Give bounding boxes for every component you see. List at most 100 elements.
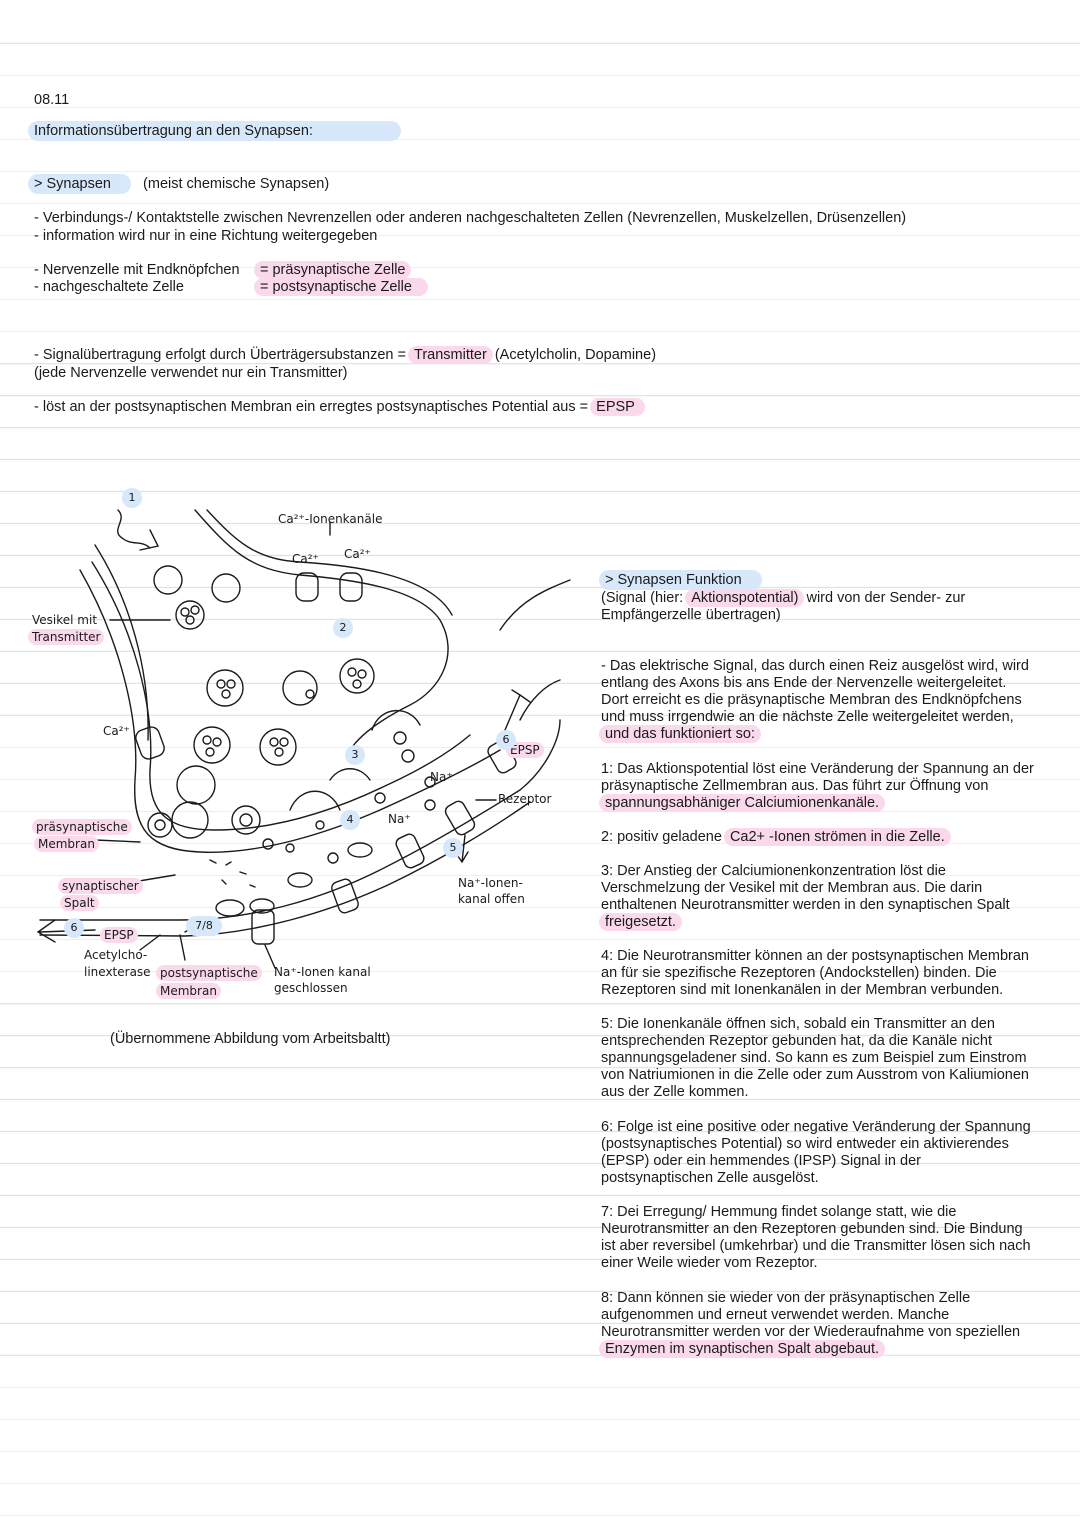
p4-line: 4: Die Neurotransmitter können an der po… <box>601 948 1029 964</box>
epsp-left-label: EPSP <box>100 927 138 943</box>
bullet-5: - Signalübertragung erfolgt durch Übertr… <box>34 346 657 364</box>
p5-line: entsprechenden Rezeptor gebunden hat, da… <box>601 1033 992 1049</box>
paragraph-step-4: 4: Die Neurotransmitter können an der po… <box>601 948 1056 999</box>
na-kanal-offen-label-2: kanal offen <box>458 892 525 906</box>
acetylcholinesterase-label-1: Acetylcho- <box>84 948 148 962</box>
ca-label-1: Ca²⁺ <box>292 552 319 566</box>
p5-line: von Natriumionen in die Zelle oder zum A… <box>601 1067 1029 1083</box>
synapsen-heading: > Synapsen (meist chemische Synapsen) <box>28 174 330 194</box>
step-number-2: 2 <box>333 618 353 638</box>
na-kanal-geschlossen-label-2: geschlossen <box>274 981 348 995</box>
na-label-1: Na⁺ <box>430 770 453 784</box>
step-number-7-8: 7/8 <box>186 916 222 936</box>
p7-line: ist aber reversibel (umkehrbar) und die … <box>601 1238 1031 1254</box>
p8-line: Enzymen im synaptischen Spalt abgebaut. <box>599 1340 886 1358</box>
p0-line: und muss irrgendwie an die nächste Zelle… <box>601 709 1014 725</box>
paragraph-step-7: 7: Dei Erregung/ Hemmung findet solange … <box>601 1204 1056 1272</box>
ca-label-2: Ca²⁺ <box>344 547 371 561</box>
funktion-intro: (Signal (hier: Aktionspotential) wird vo… <box>601 589 1056 624</box>
p3-line: freigesetzt. <box>599 913 682 931</box>
p1-line: spannungsabhäniger Calciumionenkanäle. <box>599 794 886 812</box>
date-label: 08.11 <box>34 92 70 108</box>
p0-line: Dort erreicht es die präsynaptische Memb… <box>601 692 1022 708</box>
page-title: Informationsübertragung an den Synapsen: <box>28 121 401 141</box>
p4-line: Rezeptoren sind mit Ionenkanälen in der … <box>601 982 1004 998</box>
synapsen-note: (meist chemische Synapsen) <box>143 176 330 192</box>
p6-line: (EPSP) oder ein hemmendes (IPSP) Signal … <box>601 1153 921 1169</box>
intro-pre: (Signal (hier: <box>601 590 688 606</box>
funktion-heading-text: > Synapsen Funktion <box>599 570 762 590</box>
p0-line: und das funktioniert so: <box>599 725 761 743</box>
p3-line: enthaltenen Neurotransmitter werden in d… <box>601 897 1010 913</box>
vesikel-label-1: Vesikel mit <box>32 613 98 627</box>
p7-line: 7: Dei Erregung/ Hemmung findet solange … <box>601 1204 957 1220</box>
bullet-5-post: (Acetylcholin, Dopamine) <box>490 347 657 363</box>
p8-line: 8: Dann können sie wieder von der präsyn… <box>601 1290 971 1306</box>
bullet-7: - löst an der postsynaptischen Membran e… <box>34 398 645 416</box>
paragraph-step-1: 1: Das Aktionspotential löst eine Veränd… <box>599 761 1056 812</box>
step-number-3: 3 <box>345 745 365 765</box>
na-kanal-geschlossen-label-1: Na⁺-Ionen kanal <box>274 965 371 979</box>
p7-line: einer Weile wieder vom Rezeptor. <box>601 1255 818 1271</box>
bullet-4-right: = postsynaptische Zelle <box>254 278 428 296</box>
funktion-heading: > Synapsen Funktion <box>599 570 1056 590</box>
praesynaptische-membran-label-2: Membran <box>34 836 99 852</box>
transmitter-highlight: Transmitter <box>408 346 493 364</box>
paragraph-intro: - Das elektrische Signal, das durch eine… <box>599 658 1056 743</box>
figure-caption: (Übernommene Abbildung vom Arbeitsbaltt) <box>110 1031 391 1047</box>
step-number-5: 5 <box>443 838 463 858</box>
p3-line: 3: Der Anstieg der Calciumionenkonzentra… <box>601 863 946 879</box>
na-kanal-offen-label-1: Na⁺-Ionen- <box>458 876 523 890</box>
praesynaptische-membran-label-1: präsynaptische <box>32 819 132 835</box>
p5-line: spannungsgeladener sind. So kann es zum … <box>601 1050 1027 1066</box>
p5-line: 5: Die Ionenkanäle öffnen sich, sobald e… <box>601 1016 995 1032</box>
p0-line: entlang des Axons bis ans Ende der Nerve… <box>601 675 1007 691</box>
p1-line: präsynaptische Zellmembran aus. Das führ… <box>601 778 989 794</box>
step-number-6-right: 6 <box>496 730 516 750</box>
epsp-highlight: EPSP <box>590 398 645 416</box>
synapsen-label: > Synapsen <box>28 174 131 194</box>
p6-line: (postsynaptisches Potential) so wird ent… <box>601 1136 1009 1152</box>
ca-channels-label: Ca²⁺-Ionenkanäle <box>278 512 383 526</box>
bullet-3-right: = präsynaptische Zelle <box>254 261 412 279</box>
p4-line: an für sie spezifische Rezeptoren (Andoc… <box>601 965 997 981</box>
step-number-1: 1 <box>122 488 142 508</box>
p2-pre: 2: positiv geladene <box>601 829 726 845</box>
bullet-4-left: - nachgeschaltete Zelle <box>34 279 184 295</box>
p5-line: aus der Zelle kommen. <box>601 1084 749 1100</box>
praesynaptische-zelle-highlight: = präsynaptische Zelle <box>254 261 412 279</box>
page-title-text: Informationsübertragung an den Synapsen: <box>28 121 401 141</box>
aktionspotential-highlight: Aktionspotential) <box>685 589 805 607</box>
acetylcholinesterase-label-2: linexterase <box>84 965 151 979</box>
ca-label-3: Ca²⁺ <box>103 724 130 738</box>
bullet-1: - Verbindungs-/ Kontaktstelle zwischen N… <box>34 210 907 226</box>
synaptischer-spalt-label-2: Spalt <box>60 895 99 911</box>
p8-line: Neurotransmitter werden vor der Wiederau… <box>601 1324 1021 1340</box>
intro-post: wird von der Sender- zur <box>802 590 966 606</box>
bullet-3-left: - Nervenzelle mit Endknöpfchen <box>34 262 240 278</box>
p3-line: Verschmelzung der Vesikel mit der Membra… <box>601 880 983 896</box>
p6-line: 6: Folge ist eine positive oder negative… <box>601 1119 1031 1135</box>
p1-line: 1: Das Aktionspotential löst eine Veränd… <box>601 761 1034 777</box>
intro-line-2: Empfängerzelle übertragen) <box>601 607 781 623</box>
p8-line: aufgenommen und erneut verwendet werden.… <box>601 1307 950 1323</box>
na-label-2: Na⁺ <box>388 812 411 826</box>
ca-ionen-highlight: Ca2+ -Ionen strömen in die Zelle. <box>723 828 951 846</box>
synaptischer-spalt-label-1: synaptischer <box>58 878 143 894</box>
step-number-4: 4 <box>340 810 360 830</box>
paragraph-step-3: 3: Der Anstieg der Calciumionenkonzentra… <box>599 863 1056 931</box>
postsynaptische-membran-label-1: postsynaptische <box>156 965 262 981</box>
paragraph-step-6: 6: Folge ist eine positive oder negative… <box>601 1119 1056 1187</box>
paragraph-step-2: 2: positiv geladene Ca2+ -Ionen strömen … <box>601 828 1056 846</box>
paragraph-step-5: 5: Die Ionenkanäle öffnen sich, sobald e… <box>601 1016 1056 1101</box>
bullet-5-pre: - Signalübertragung erfolgt durch Übertr… <box>34 347 411 363</box>
postsynaptische-zelle-highlight: = postsynaptische Zelle <box>254 278 428 296</box>
step-number-6-left: 6 <box>64 918 84 938</box>
bullet-6: (jede Nervenzelle verwendet nur ein Tran… <box>34 365 348 381</box>
p0-line: - Das elektrische Signal, das durch eine… <box>601 658 1029 674</box>
bullet-2: - information wird nur in eine Richtung … <box>34 228 378 244</box>
postsynaptische-membran-label-2: Membran <box>156 983 221 999</box>
rezeptor-label: Rezeptor <box>498 792 552 806</box>
vesikel-label-2: Transmitter <box>28 629 105 645</box>
